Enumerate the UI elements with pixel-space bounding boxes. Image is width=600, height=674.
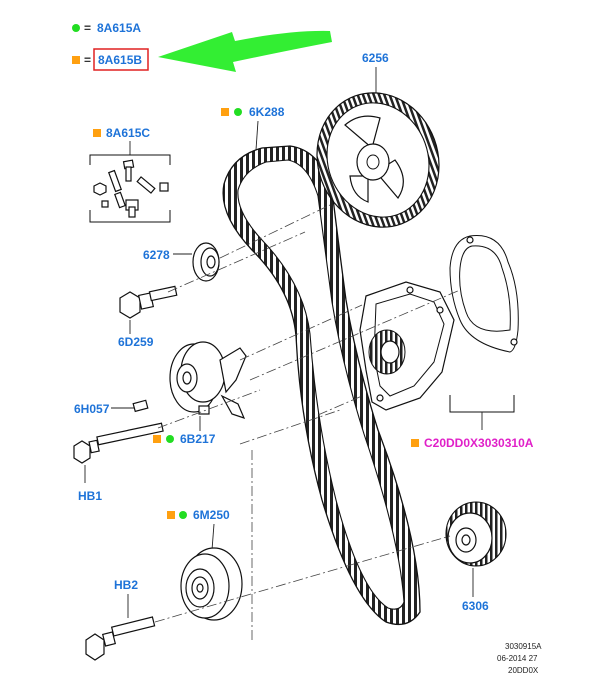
green-arrow-icon (158, 30, 332, 73)
label-water-pump-kit: C20DD0X3030310A (424, 436, 534, 450)
label-6256: 6256 (362, 51, 389, 65)
label-6k288: 6K288 (249, 105, 285, 119)
footer-ref-code: 3030915A (505, 642, 542, 651)
bolt-6d259 (119, 285, 178, 319)
bolt-hb1 (73, 422, 164, 464)
green-dot-marker (72, 24, 80, 32)
crankshaft-sprocket (445, 501, 507, 567)
label-hb2: HB2 (114, 578, 138, 592)
label-6306: 6306 (462, 599, 489, 613)
footer-date: 06-2014 27 (497, 654, 538, 663)
label-hb1: HB1 (78, 489, 102, 503)
water-pump-gasket (449, 235, 519, 353)
water-pump (359, 281, 455, 411)
footer-engine-code: 20DD0X (508, 666, 539, 674)
camshaft-sprocket (316, 92, 440, 228)
label-6h057: 6H057 (74, 402, 110, 416)
legend-equals-2: = (84, 53, 91, 67)
idler-pulley (180, 547, 243, 621)
green-dot-marker (179, 511, 187, 519)
green-dot-marker (234, 108, 242, 116)
bolt-kit-parts (93, 159, 169, 218)
assembly-lines (154, 204, 461, 640)
label-6d259: 6D259 (118, 335, 154, 349)
orange-square-marker (72, 56, 80, 64)
orange-square-marker (411, 439, 419, 447)
highlight-box (93, 48, 149, 71)
label-8a615c: 8A615C (106, 126, 150, 140)
legend-code-8a615a: 8A615A (97, 21, 141, 35)
bolt-hb2 (85, 616, 156, 661)
legend-code-8a615b: 8A615B (98, 53, 142, 67)
orange-square-marker (93, 129, 101, 137)
legend-equals-1: = (84, 21, 91, 35)
label-6b217: 6B217 (180, 432, 216, 446)
label-6m250: 6M250 (193, 508, 230, 522)
label-6278: 6278 (143, 248, 170, 262)
orange-square-marker (221, 108, 229, 116)
timing-belt (222, 145, 421, 626)
tensioner (169, 341, 247, 419)
orange-square-marker (167, 511, 175, 519)
washer (192, 242, 220, 282)
pin (132, 399, 149, 413)
orange-square-marker (153, 435, 161, 443)
green-dot-marker (166, 435, 174, 443)
